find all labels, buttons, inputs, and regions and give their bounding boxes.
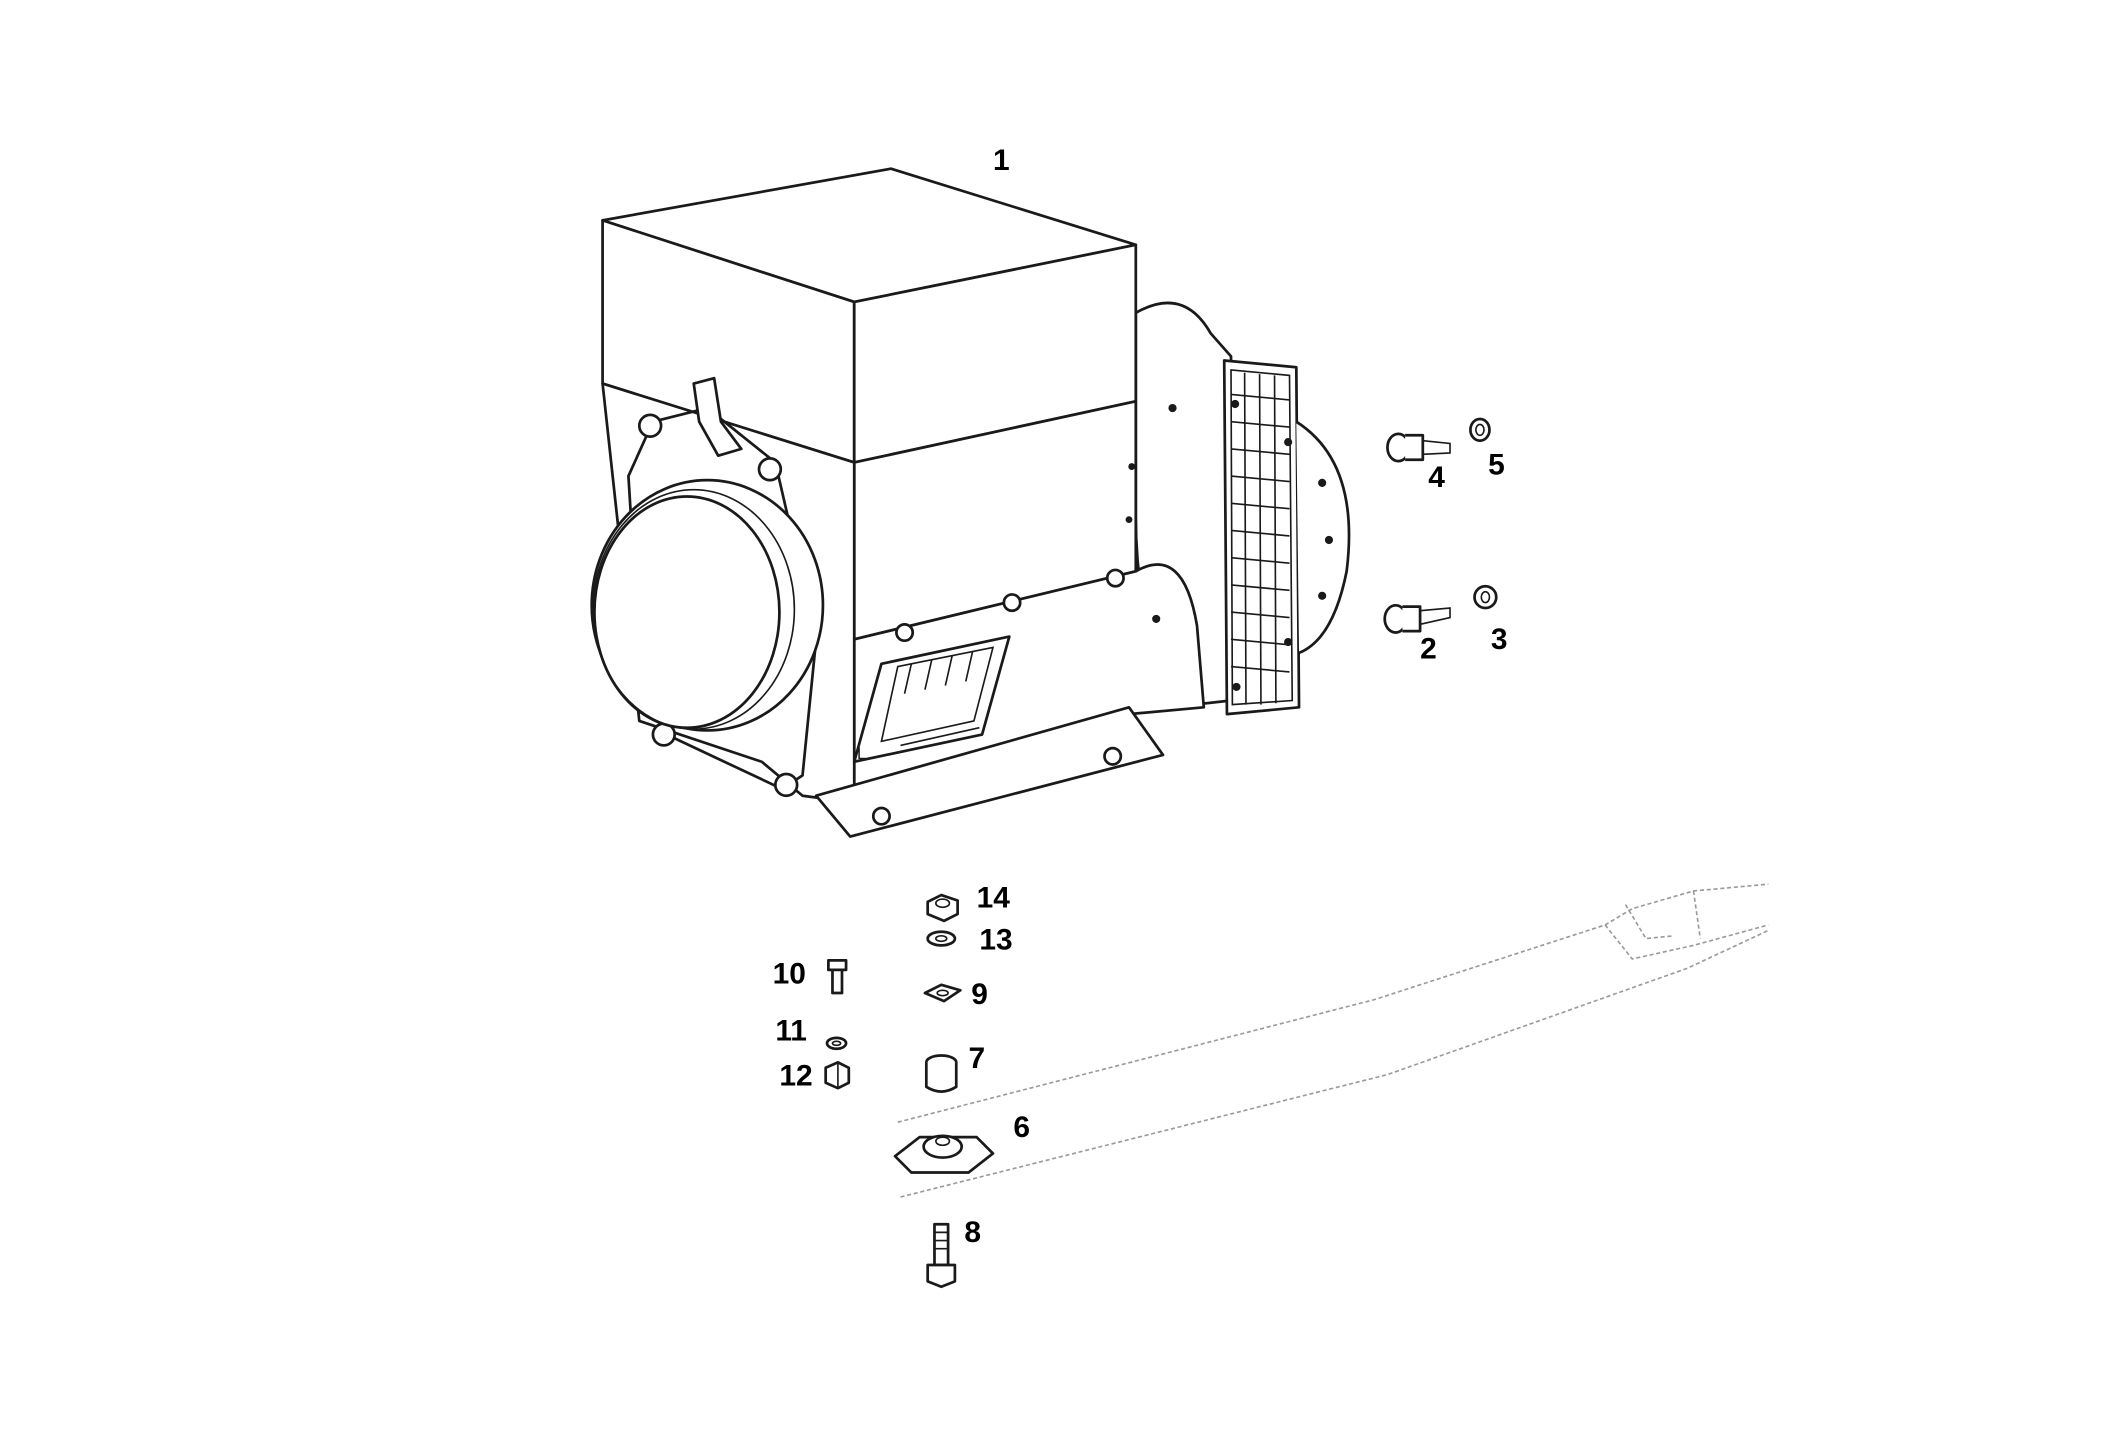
callout-13: 13 xyxy=(979,923,1012,956)
callout-10: 10 xyxy=(773,957,806,990)
callout-14: 14 xyxy=(977,881,1011,914)
part-12-nut-icon xyxy=(824,1060,851,1090)
generator-assembly: L xyxy=(590,167,1351,838)
part-13-washer-icon xyxy=(926,930,957,947)
callout-12: 12 xyxy=(779,1059,812,1092)
part-8-bolt-icon xyxy=(926,1222,957,1289)
part-6-antivibration-mount-icon xyxy=(893,1134,995,1174)
callout-7: 7 xyxy=(968,1042,985,1075)
callout-2: 2 xyxy=(1420,632,1437,665)
part-9-washer-icon xyxy=(923,983,962,1003)
part-2-cap-screw-icon xyxy=(1383,603,1451,634)
part-11-washer-icon xyxy=(825,1036,848,1051)
part-10-bolt-icon xyxy=(827,958,848,995)
svg-text:L: L xyxy=(857,745,866,763)
part-5-washer-icon xyxy=(1469,417,1491,443)
callout-3: 3 xyxy=(1491,623,1508,656)
part-3-washer-icon xyxy=(1473,584,1498,610)
callout-9: 9 xyxy=(971,978,988,1011)
base-frame-rail xyxy=(897,883,1769,1198)
callout-5: 5 xyxy=(1488,449,1505,482)
part-7-spacer-icon xyxy=(924,1054,958,1093)
callout-11: 11 xyxy=(775,1015,807,1048)
callout-8: 8 xyxy=(964,1216,981,1249)
callout-4: 4 xyxy=(1428,461,1445,494)
callout-6: 6 xyxy=(1013,1111,1030,1144)
part-14-nut-icon xyxy=(926,893,959,923)
callout-1: 1 xyxy=(993,144,1010,177)
part-4-cap-screw-icon xyxy=(1386,432,1451,463)
